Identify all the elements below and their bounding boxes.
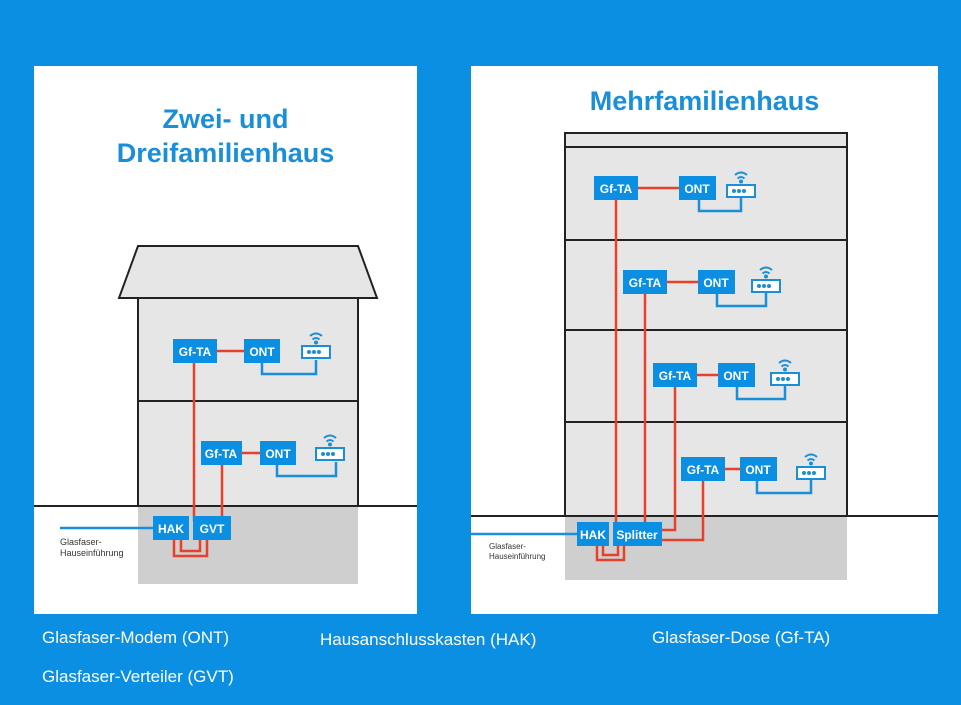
title-line-1: Zwei- und	[162, 104, 289, 134]
left-house: Gf-TA ONT Gf-TA ONT HAK GVT Glasfaser-	[34, 245, 417, 584]
right-splitter-box	[613, 522, 662, 546]
left-gfta-upper-label: Gf-TA	[179, 345, 212, 359]
right-house-roof-strip	[564, 132, 848, 148]
left-entry-label-1: Glasfaser-	[60, 537, 102, 547]
title-multi-family: Mehrfamilienhaus	[589, 86, 820, 116]
right-hak-box	[577, 522, 609, 546]
right-router-1-icon	[726, 171, 756, 198]
left-lan-lines	[60, 360, 338, 530]
right-ont-2-box	[698, 270, 735, 294]
right-fiber-lines	[595, 186, 740, 562]
left-hak-box	[153, 516, 189, 540]
left-house-roof	[117, 245, 379, 299]
right-router-2-icon	[751, 266, 781, 293]
right-entry-label-2: Hauseinführung	[489, 552, 545, 561]
legend-ont: Glasfaser-Modem (ONT)	[42, 628, 230, 647]
left-gfta-upper-box	[173, 339, 217, 363]
left-ont-upper-label: ONT	[249, 345, 275, 359]
left-gfta-lower-label: Gf-TA	[205, 447, 238, 461]
left-ont-lower-box	[260, 441, 296, 465]
left-hak-label: HAK	[158, 522, 184, 536]
left-router-lower-icon	[315, 434, 345, 461]
right-gfta-1-box	[594, 176, 638, 200]
right-splitter-label: Splitter	[616, 528, 658, 542]
right-ont-1-box	[679, 176, 716, 200]
left-ont-lower-label: ONT	[265, 447, 291, 461]
right-ont-2-label: ONT	[703, 276, 729, 290]
right-entry-label-1: Glasfaser-	[489, 542, 526, 551]
right-ont-4-box	[740, 457, 777, 481]
left-entry-label-2: Hauseinführung	[60, 548, 124, 558]
right-gfta-1-label: Gf-TA	[600, 182, 633, 196]
right-house: Gf-TA ONT Gf-TA ONT Gf-TA ONT Gf-TA ONT …	[471, 132, 938, 580]
right-gfta-2-label: Gf-TA	[629, 276, 662, 290]
right-router-4-icon	[796, 453, 826, 480]
right-lan-lines	[471, 197, 813, 536]
right-gfta-4-box	[681, 457, 725, 481]
left-gvt-label: GVT	[200, 522, 225, 536]
legend-hak: Hausanschlusskasten (HAK)	[320, 630, 537, 649]
left-router-upper-icon	[301, 332, 331, 359]
legend-gvt: Glasfaser-Verteiler (GVT)	[42, 667, 234, 686]
left-fiber-lines	[172, 349, 260, 558]
right-gfta-4-label: Gf-TA	[687, 463, 720, 477]
right-gfta-2-box	[623, 270, 667, 294]
right-ont-3-box	[718, 363, 755, 387]
right-hak-label: HAK	[580, 528, 606, 542]
legend-gfta: Glasfaser-Dose (Gf-TA)	[652, 628, 831, 647]
title-two-three-family: Zwei- und Dreifamilienhaus	[34, 102, 417, 170]
title-line-2: Dreifamilienhaus	[116, 138, 335, 168]
right-ont-4-label: ONT	[745, 463, 771, 477]
left-gfta-lower-box	[201, 441, 242, 465]
right-house-basement	[565, 516, 847, 580]
right-ont-3-label: ONT	[723, 369, 749, 383]
left-ont-upper-box	[244, 339, 280, 363]
right-gfta-3-box	[653, 363, 697, 387]
right-ont-1-label: ONT	[684, 182, 710, 196]
right-gfta-3-label: Gf-TA	[659, 369, 692, 383]
left-gvt-box	[193, 516, 231, 540]
right-router-3-icon	[770, 359, 800, 386]
